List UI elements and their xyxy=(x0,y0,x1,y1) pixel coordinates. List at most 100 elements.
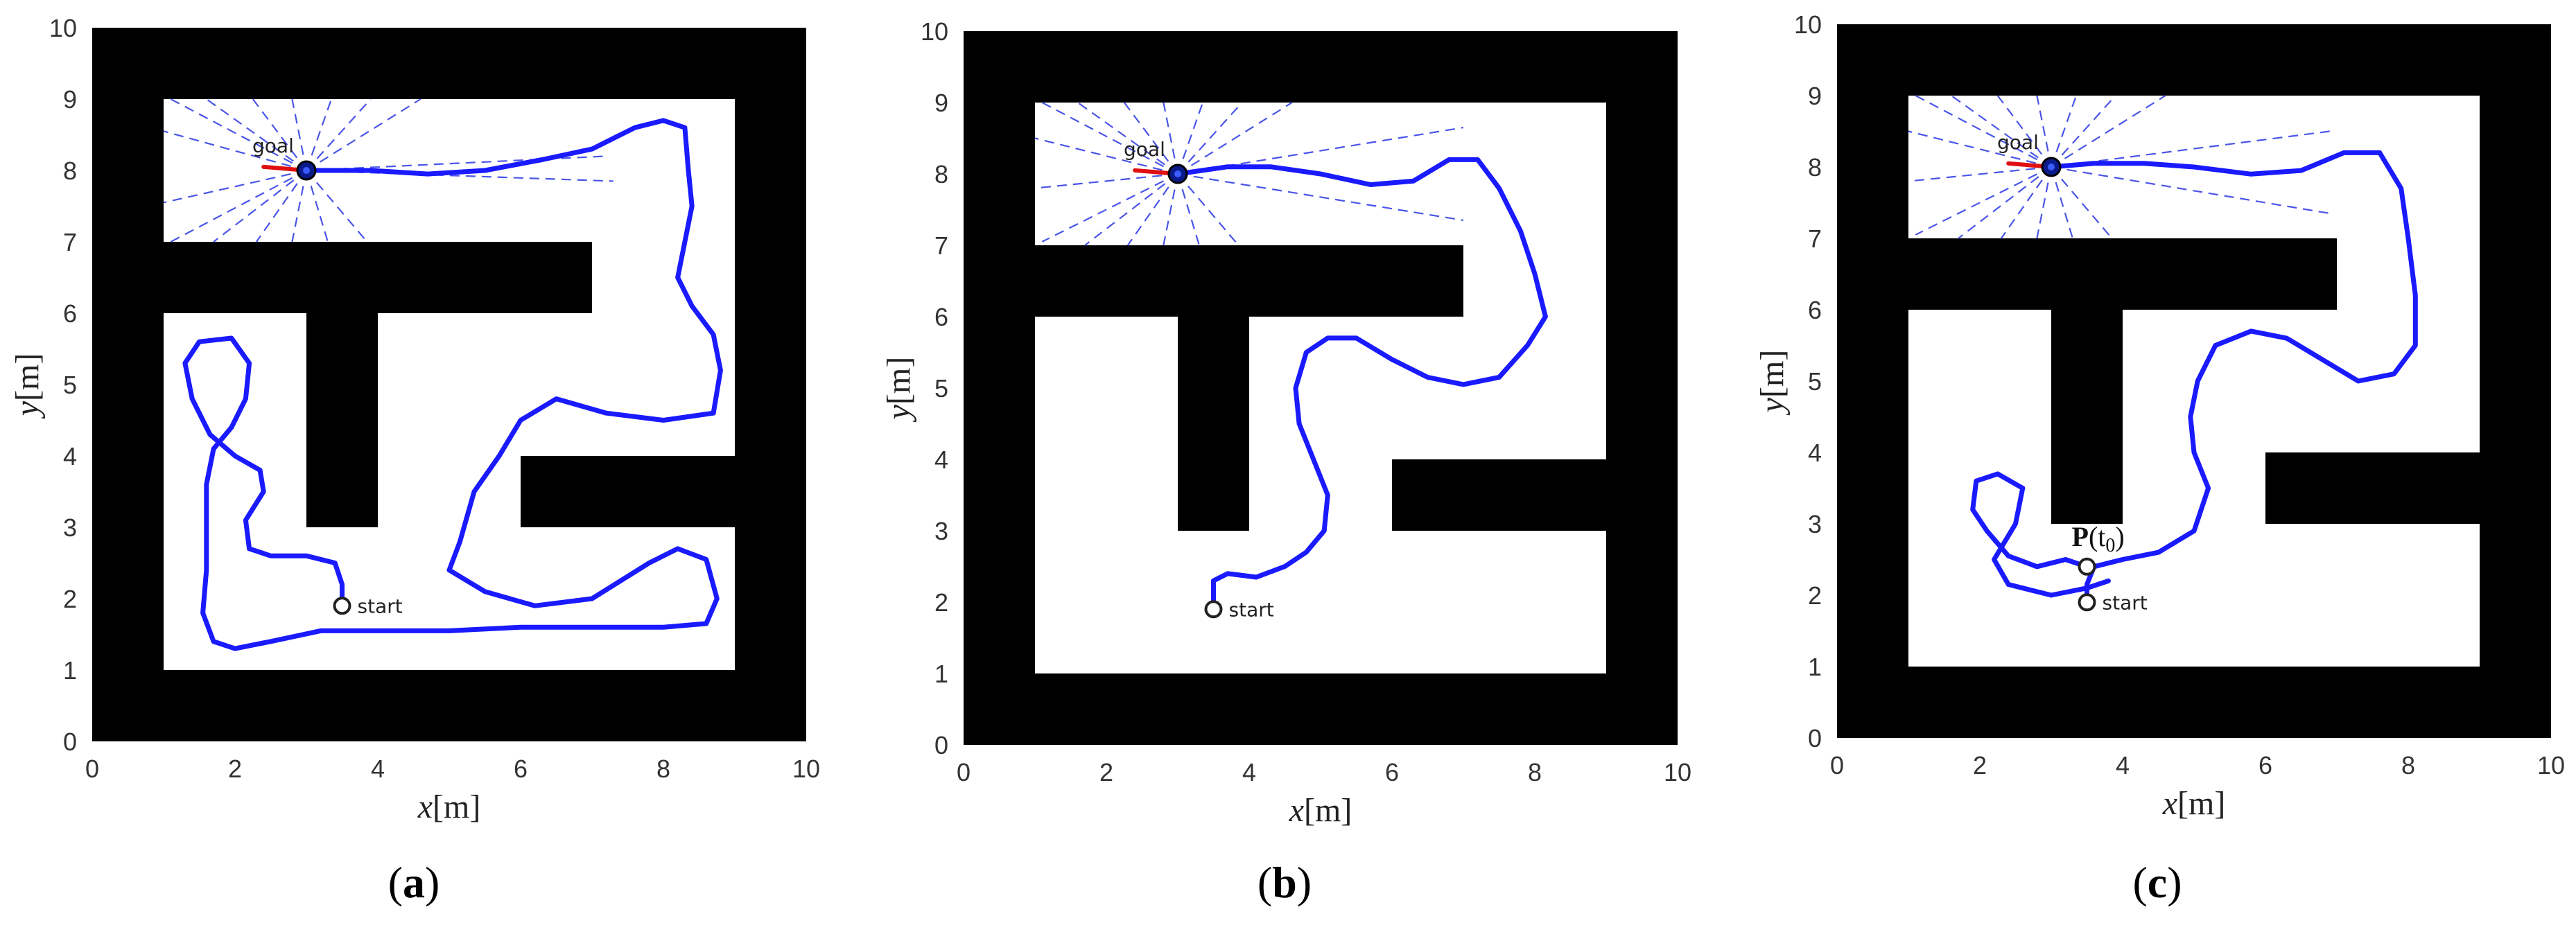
y-tick-label: 7 xyxy=(934,231,948,260)
y-tick-label: 3 xyxy=(63,513,77,542)
panel-caption: (c) xyxy=(2132,858,2182,907)
robot-trajectory-loop xyxy=(1970,471,2111,598)
sensor-ray-11 xyxy=(2050,166,2073,239)
x-tick-label: 4 xyxy=(371,755,385,783)
waypoint-marker xyxy=(2078,557,2096,576)
sensor-ray-5 xyxy=(2050,95,2078,168)
robot-trajectory xyxy=(2048,150,2418,605)
y-axis-label-var: y xyxy=(1754,397,1791,416)
sensor-rays xyxy=(1908,95,2330,239)
sensor-ray-15 xyxy=(1915,166,2052,236)
y-tick-label: 0 xyxy=(63,728,77,756)
sensor-ray-14 xyxy=(1084,173,1178,246)
sensor-ray-12 xyxy=(1163,173,1179,246)
start-label: start xyxy=(358,594,403,617)
x-tick-label: 4 xyxy=(2116,751,2130,779)
goal-label: goal xyxy=(1124,138,1165,161)
y-axis-label-unit: [m] xyxy=(1754,350,1791,398)
caption-letter: c xyxy=(2148,858,2167,907)
sensor-ray-2 xyxy=(1077,102,1178,175)
start-label: start xyxy=(2103,591,2148,614)
caption-open: ( xyxy=(2132,858,2147,907)
y-tick-label: 6 xyxy=(63,299,77,328)
y-tick-label: 5 xyxy=(63,371,77,399)
y-axis-label-var: y xyxy=(9,400,46,419)
y-tick-label: 9 xyxy=(1808,82,1822,110)
sensor-ray-17 xyxy=(1034,173,1178,189)
y-tick-label: 1 xyxy=(934,660,948,688)
y-tick-label: 0 xyxy=(934,731,948,759)
y-tick-label: 7 xyxy=(1808,224,1822,253)
sensor-ray-14 xyxy=(213,170,307,243)
y-tick-label: 3 xyxy=(934,517,948,545)
sensor-ray-6 xyxy=(1177,102,1243,175)
y-tick-label: 0 xyxy=(1808,724,1822,752)
x-axis-label-var: x xyxy=(1289,792,1304,829)
y-axis-label-unit: [m] xyxy=(880,357,917,405)
free-space xyxy=(164,99,735,670)
x-tick-label: 8 xyxy=(656,755,670,783)
y-tick-label: 7 xyxy=(63,228,77,256)
x-axis-label: x[m] xyxy=(2162,785,2226,822)
goal-marker-core xyxy=(303,167,310,174)
sensor-ray-7 xyxy=(306,98,421,171)
y-tick-label: 2 xyxy=(1808,581,1822,610)
y-axis-label-unit: [m] xyxy=(9,353,46,401)
inner-wall-2 xyxy=(2051,310,2123,524)
sensor-ray-5 xyxy=(305,98,333,171)
free-space xyxy=(1035,103,1606,673)
caption-letter: a xyxy=(403,858,425,907)
sensor-ray-11 xyxy=(305,170,329,243)
sensor-ray-16 xyxy=(1034,137,1178,175)
x-tick-label: 8 xyxy=(1528,758,1542,786)
waypoint-label: P(t0) xyxy=(2072,521,2125,556)
caption-close: ) xyxy=(425,858,440,907)
y-tick-label: 9 xyxy=(934,89,948,117)
y-tick-label: 4 xyxy=(1808,439,1822,467)
waypoint-label-main: P xyxy=(2072,521,2089,552)
inner-wall-2 xyxy=(1178,317,1249,531)
start-marker xyxy=(2078,593,2096,612)
x-tick-label: 2 xyxy=(228,755,242,783)
sensor-ray-4 xyxy=(2036,95,2053,168)
inner-wall-3 xyxy=(1392,459,1606,531)
y-tick-label: 9 xyxy=(63,85,77,114)
sensor-ray-7 xyxy=(2051,95,2166,168)
x-axis-label-var: x xyxy=(417,789,433,825)
x-tick-label: 0 xyxy=(85,755,99,783)
caption-close: ) xyxy=(2167,858,2182,907)
waypoint-label-args: (t xyxy=(2089,521,2105,552)
goal-label: goal xyxy=(252,134,294,157)
sensor-ray-2 xyxy=(1951,95,2052,168)
y-axis-label: y[m] xyxy=(1754,350,1791,416)
sensor-ray-6 xyxy=(306,98,372,171)
y-tick-label: 10 xyxy=(921,17,948,46)
y-tick-label: 8 xyxy=(934,160,948,188)
x-axis-label-unit: [m] xyxy=(2177,785,2225,822)
start-marker xyxy=(333,597,351,615)
x-tick-label: 6 xyxy=(514,755,528,783)
panel-caption: (b) xyxy=(1257,858,1312,907)
y-axis-label: y[m] xyxy=(9,353,46,420)
sensor-ray-6 xyxy=(2051,95,2116,168)
y-tick-label: 4 xyxy=(934,446,948,474)
caption-open: ( xyxy=(1257,858,1272,907)
caption-close: ) xyxy=(1297,858,1312,907)
sensor-ray-2 xyxy=(206,98,307,171)
y-tick-label: 8 xyxy=(1808,153,1822,182)
inner-wall-1 xyxy=(164,242,592,313)
sensor-ray-7 xyxy=(1177,102,1293,175)
x-axis-label-unit: [m] xyxy=(1304,792,1352,829)
x-tick-label: 6 xyxy=(1385,758,1399,786)
waypoint-label-close: ) xyxy=(2115,521,2124,552)
sensor-ray-1 xyxy=(1041,102,1178,175)
y-tick-label: 1 xyxy=(1808,653,1822,681)
y-tick-label: 10 xyxy=(49,14,77,42)
robot-trajectory xyxy=(182,118,723,651)
sensor-ray-13 xyxy=(255,170,307,243)
sensor-ray-12 xyxy=(2036,166,2053,239)
y-tick-label: 4 xyxy=(63,442,77,470)
sensor-ray-4 xyxy=(1163,102,1179,175)
sensor-ray-1 xyxy=(170,98,307,171)
